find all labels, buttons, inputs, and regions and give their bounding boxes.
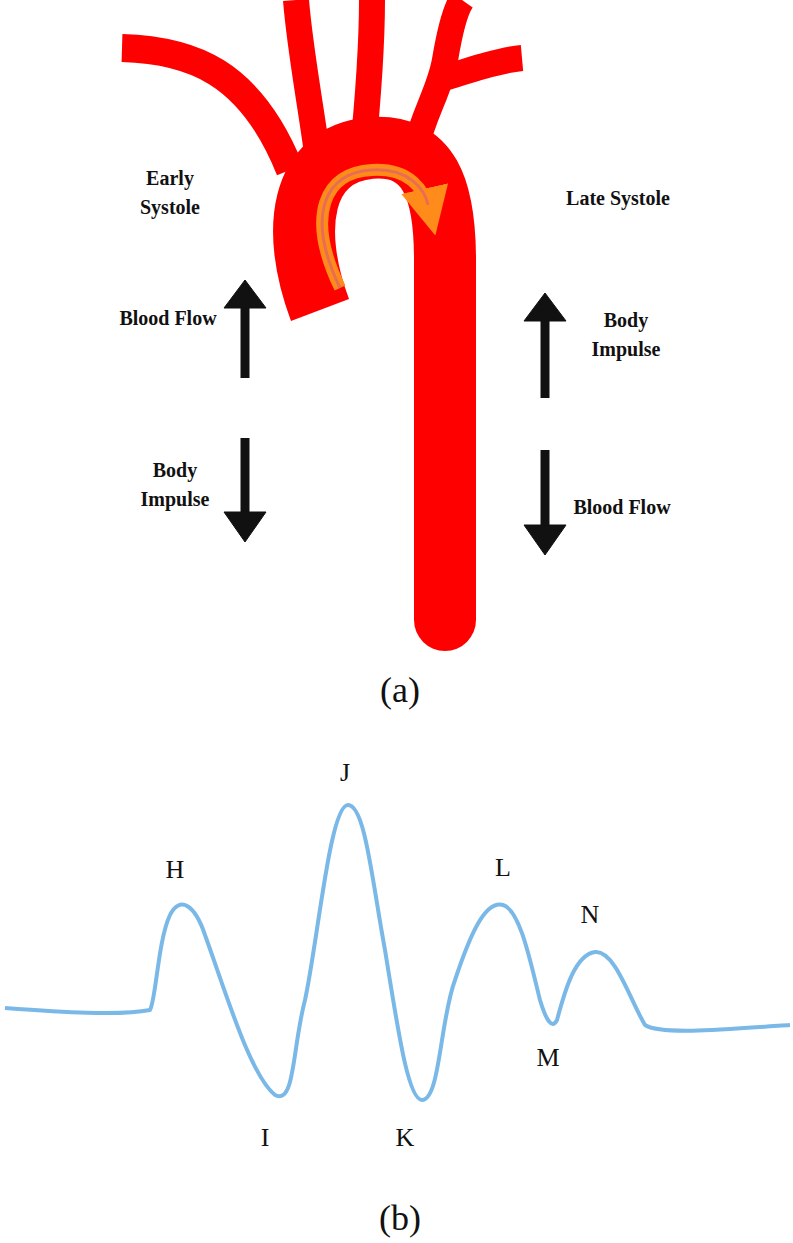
phase-label: Late Systole <box>563 184 673 213</box>
phase-label: Early Systole <box>115 164 225 222</box>
wave-point: N <box>581 900 600 930</box>
wave-point: L <box>495 853 511 883</box>
wave-point: H <box>166 855 185 885</box>
direction-label: Blood Flow <box>567 493 677 522</box>
direction-label: Body Impulse <box>571 306 681 364</box>
direction-label: Body Impulse <box>120 456 230 514</box>
direction-label: Blood Flow <box>113 304 223 333</box>
wave-point: I <box>261 1123 270 1153</box>
wave-point: J <box>340 758 350 788</box>
panel-label: (a) <box>380 669 420 711</box>
wave-point: M <box>536 1043 559 1073</box>
panel-label: (b) <box>379 1197 421 1239</box>
bcg-waveform <box>5 805 790 1100</box>
wave-point: K <box>396 1123 415 1153</box>
flow-arrow <box>322 170 430 288</box>
direction-arrows <box>224 280 566 555</box>
